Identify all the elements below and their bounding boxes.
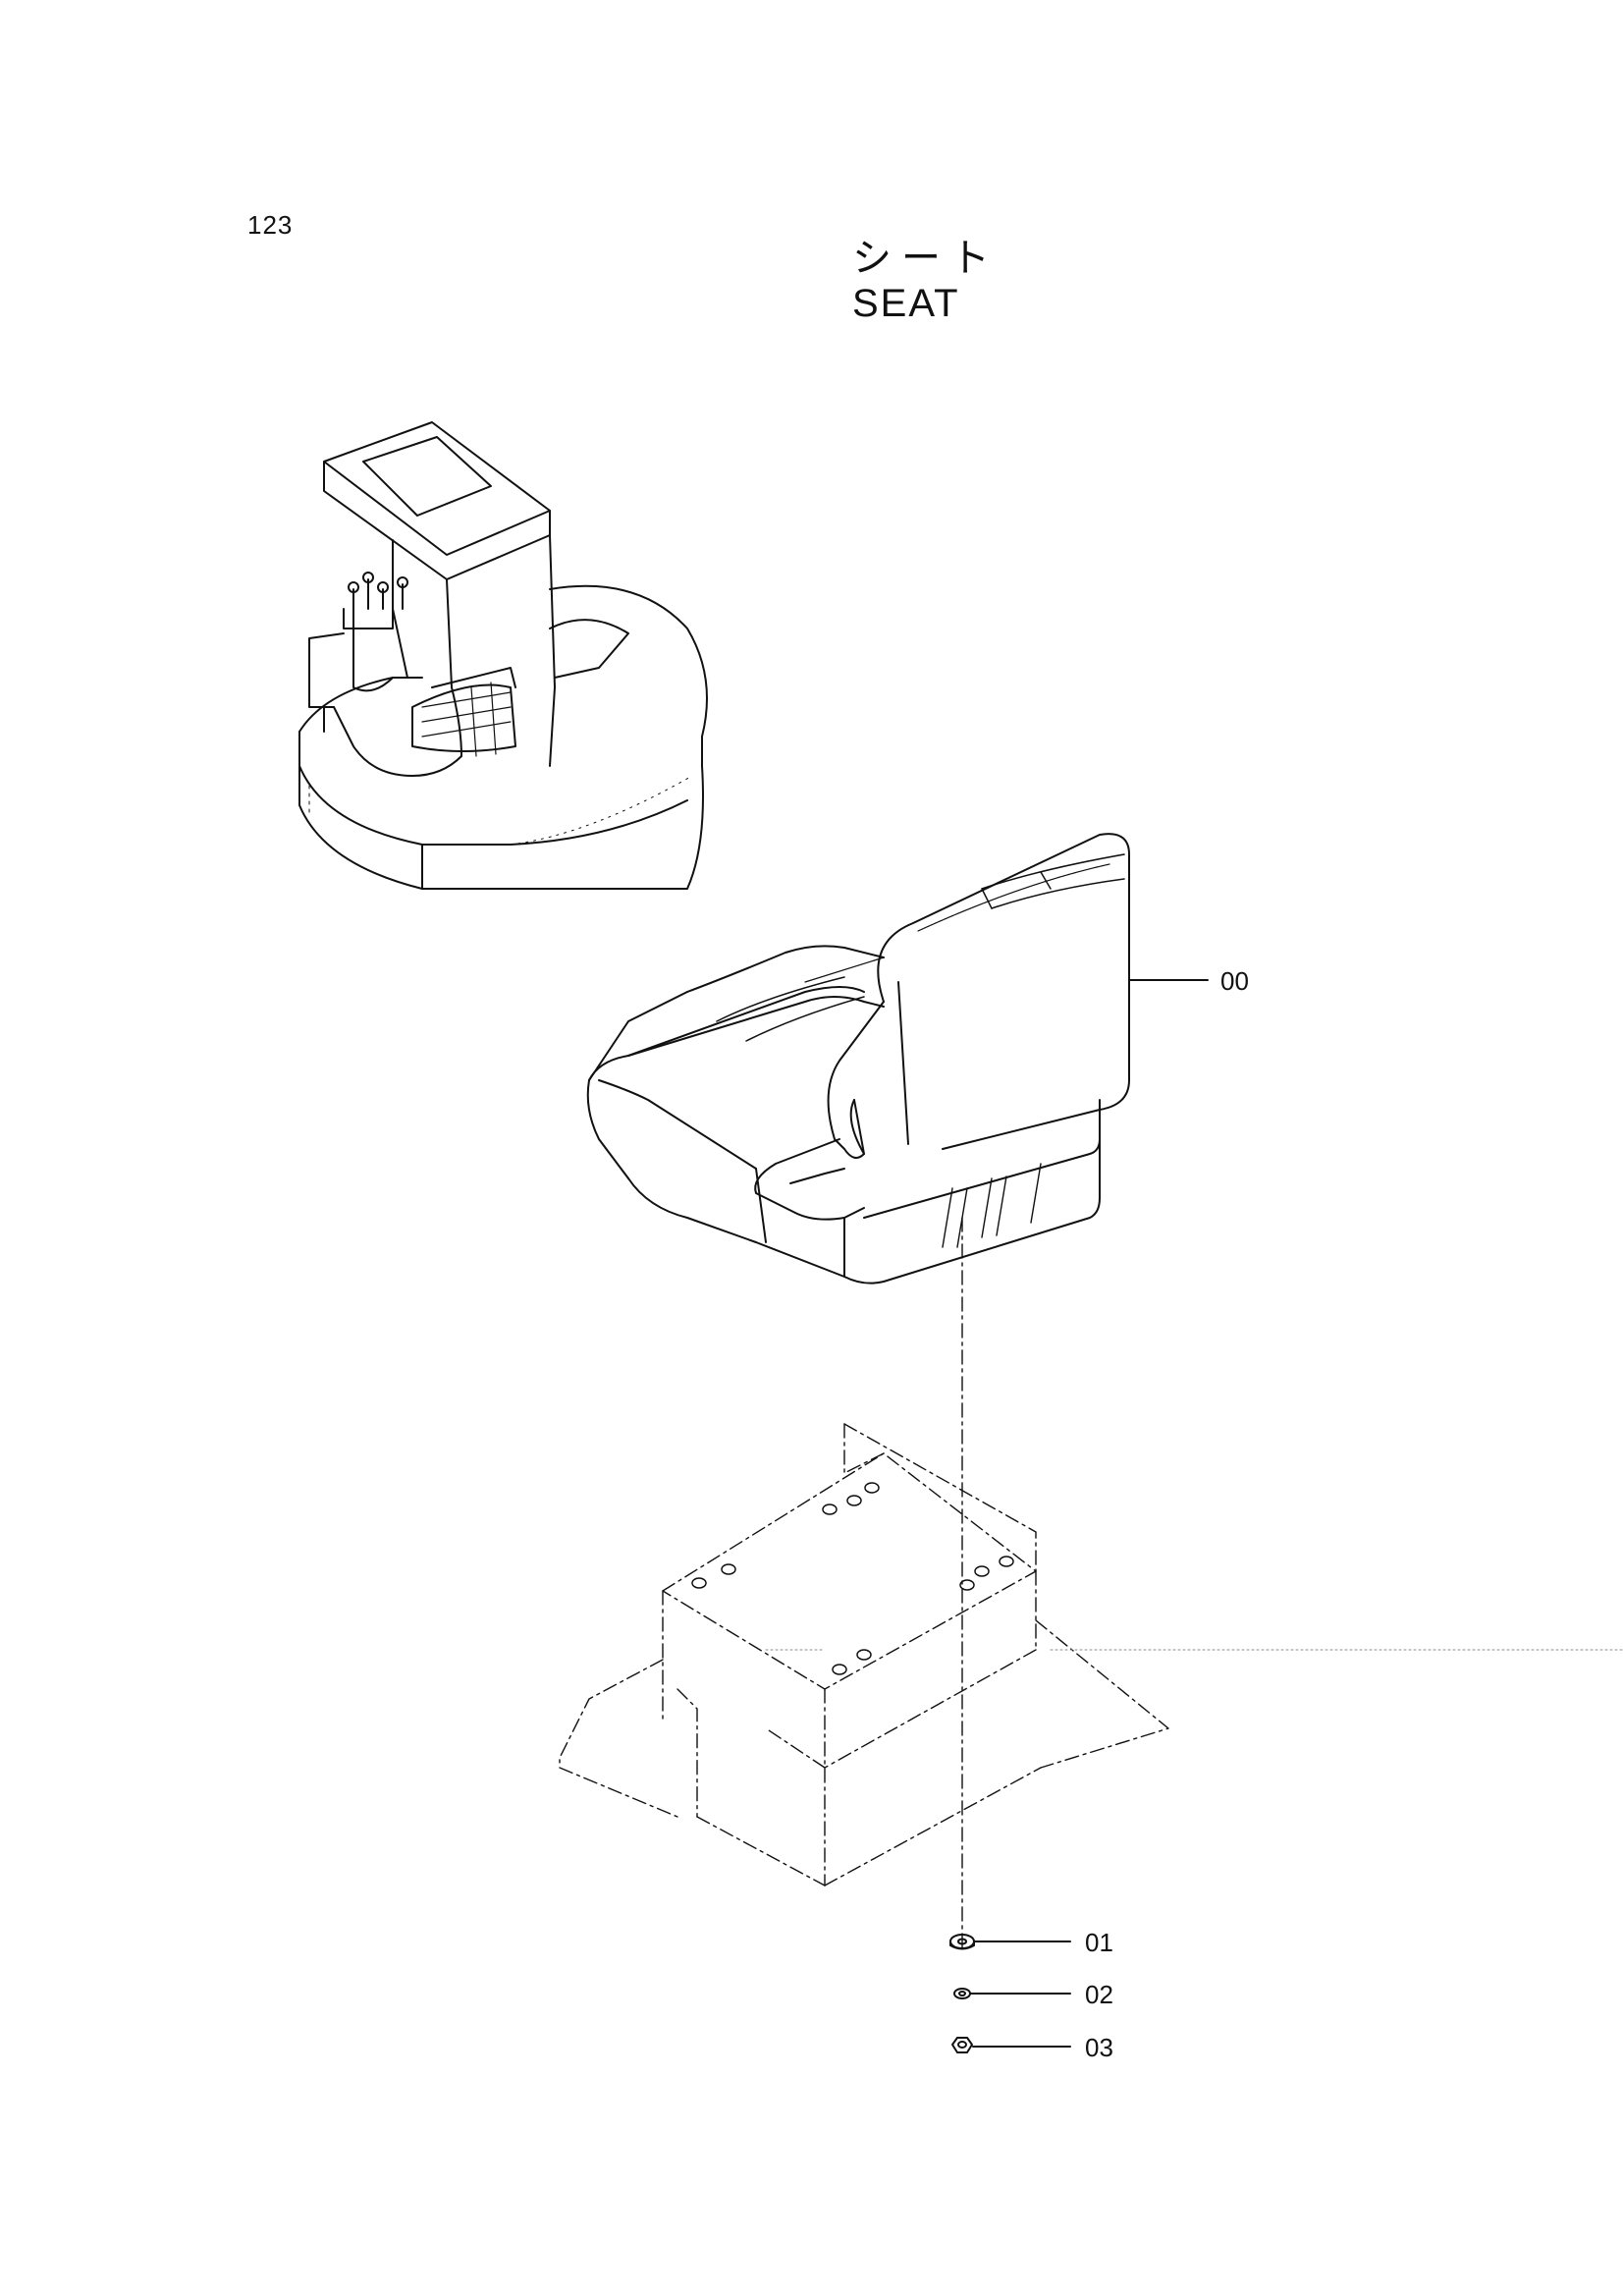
seat-stand-phantom: [559, 1423, 1623, 1886]
part-label-00: 00: [1220, 966, 1249, 996]
washer-b-part: [953, 1988, 971, 1999]
title-block: シート SEAT: [852, 236, 1000, 326]
part-label-01: 01: [1085, 1928, 1113, 1957]
machine-location-view: [298, 421, 708, 890]
stand-bolt-holes: [691, 1482, 1014, 1675]
title-japanese: シート: [852, 236, 1000, 281]
title-english: SEAT: [852, 282, 960, 325]
seat-assembly: [586, 833, 1130, 1285]
part-label-03: 03: [1085, 2033, 1113, 2062]
page-number: 123: [247, 210, 294, 240]
part-label-02: 02: [1085, 1980, 1113, 2009]
nut-part: [951, 2037, 973, 2053]
